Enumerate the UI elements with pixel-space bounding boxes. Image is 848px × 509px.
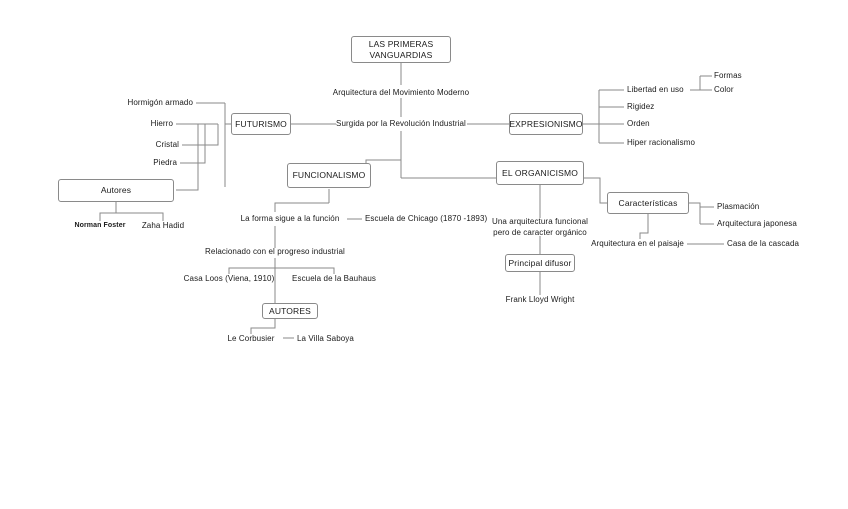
label-villa-saboya: La Villa Saboya [297,334,354,343]
label-norman-foster: Norman Foster [74,222,126,229]
label-arquitectura-funcional-organica: Una arquitectura funcional pero de carac… [492,217,588,237]
label-rigidez: Rigidez [627,102,655,111]
label-bauhaus: Escuela de la Bauhaus [292,274,376,283]
label-frank-lloyd-wright: Frank Lloyd Wright [505,295,575,304]
label-escuela-chicago: Escuela de Chicago (1870 -1893) [365,214,488,223]
label-movimiento-moderno: Arquitectura del Movimiento Moderno [332,88,470,97]
node-root[interactable]: LAS PRIMERAS VANGUARDIAS [351,36,451,63]
label-arquitectura-japonesa: Arquitectura japonesa [717,219,797,228]
label-hiper-racionalismo: Hiper racionalismo [627,138,696,147]
label-forma-sigue-funcion: La forma sigue a la función [240,214,340,223]
label-arquitectura-paisaje: Arquitectura en el paisaje [591,239,684,248]
label-orden: Orden [627,119,650,128]
label-hormigon-armado: Hormigón armado [127,98,193,107]
label-cristal: Cristal [155,140,179,149]
label-plasmacion: Plasmación [717,202,760,211]
node-futurismo[interactable]: FUTURISMO [231,113,291,135]
node-autores-futurismo[interactable]: Autores [58,179,174,202]
label-piedra: Piedra [153,158,177,167]
node-expresionismo[interactable]: EXPRESIONISMO [509,113,583,135]
label-le-corbusier: Le Corbusier [227,334,275,343]
label-formas: Formas [714,71,742,80]
node-caracteristicas[interactable]: Características [607,192,689,214]
label-hierro: Hierro [150,119,173,128]
label-color: Color [714,85,734,94]
node-organicismo[interactable]: EL ORGANICISMO [496,161,584,185]
label-progreso-industrial: Relacionado con el progreso industrial [205,247,345,256]
label-casa-cascada: Casa de la cascada [727,239,800,248]
node-funcionalismo[interactable]: FUNCIONALISMO [287,163,371,188]
label-casa-loos: Casa Loos (Viena, 1910) [183,274,275,283]
label-revolucion-industrial: Surgida por la Revolución Industrial [336,119,466,128]
node-principal-difusor[interactable]: Principal difusor [505,254,575,272]
node-autores-funcionalismo[interactable]: AUTORES [262,303,318,319]
label-libertad-en-uso: Libertad en uso [627,85,684,94]
label-zaha-hadid: Zaha Hadid [141,221,185,230]
